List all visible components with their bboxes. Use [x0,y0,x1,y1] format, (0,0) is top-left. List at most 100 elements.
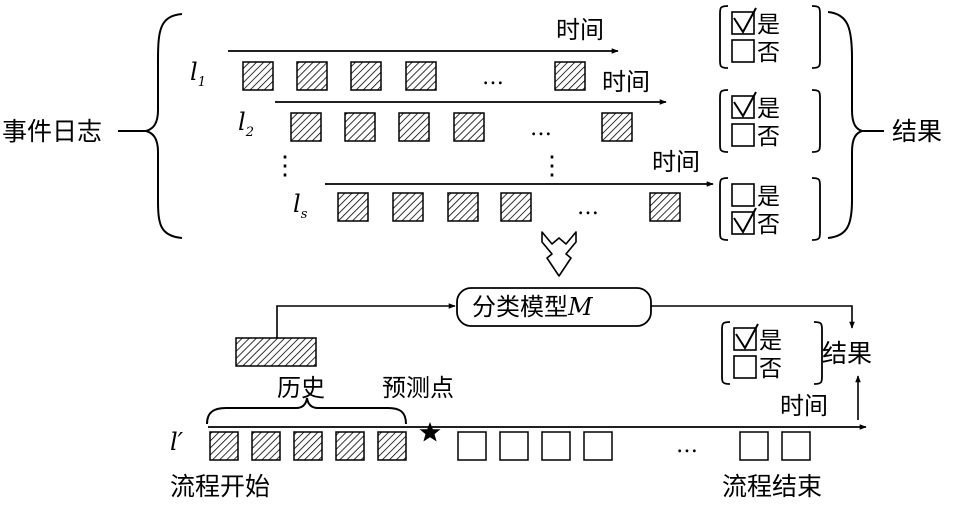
event-box [453,112,485,142]
time-label-bottom: 时间 [780,392,828,420]
result-choice-group: 是否 [719,89,821,153]
event-log-left-brace [142,13,183,239]
trace-ls-label: ls [293,190,308,222]
yes-label: 是 [757,96,780,122]
history-event-box [209,431,239,461]
future-event-box [499,431,529,461]
yes-label: 是 [759,328,782,354]
ellipsis: … [482,65,504,90]
yes-label: 是 [757,12,780,38]
history-event-box [293,431,323,461]
trace-l2: l2 时间 … [238,68,667,142]
trace-l2-label: l2 [238,108,254,140]
no-checkbox [731,211,755,235]
event-box [398,112,430,142]
future-events [457,431,811,461]
history-events [209,431,407,461]
no-checkbox [733,355,757,379]
trace-prime-label: l′ [170,428,184,456]
future-event-box [541,431,571,461]
trace-events [337,192,681,222]
history-event-box [251,431,281,461]
classification-model-box [456,287,652,327]
event-box [649,192,681,222]
result-choice-group: 是否 [719,177,821,241]
no-label: 否 [759,356,782,382]
no-checkbox [731,123,755,147]
future-event-box [583,431,613,461]
result-choice-group: 是否 [721,321,823,385]
event-box [554,61,586,91]
yes-checkbox [733,327,757,351]
trace-events [290,112,633,142]
event-box [350,61,382,91]
no-label: 否 [757,124,780,150]
classification-model-label: 分类模型M [472,293,594,321]
bottom-result-label: 结果 [822,339,872,368]
right-bracket [813,321,823,385]
hollow-down-arrow [541,231,577,277]
bottom-result-group: 是否 [721,321,823,385]
future-event-box [457,431,487,461]
right-bracket [811,89,821,153]
result-choice-group: 是否 [719,5,821,69]
yes-checkbox [731,11,755,35]
check-mark-icon [733,7,757,34]
history-to-model-arrow [276,303,456,338]
yes-label: 是 [757,184,780,210]
history-brace [206,397,407,425]
event-box [405,61,437,91]
left-bracket [719,89,729,153]
history-event-box [335,431,365,461]
time-label: 时间 [652,148,700,176]
time-label: 时间 [602,68,650,96]
event-box [296,61,328,91]
event-box [500,192,532,222]
process-start-label: 流程开始 [170,472,270,501]
event-box [344,112,376,142]
event-box [601,112,633,142]
history-event-box [377,431,407,461]
vertical-ellipsis: ⋮ [272,151,298,181]
event-box [337,192,369,222]
result-right-brace [827,11,866,239]
yes-checkbox [731,95,755,119]
no-label: 否 [757,212,780,238]
event-log-label: 事件日志 [2,117,102,146]
trace-l1: l1 时间 … [190,16,619,91]
yes-checkbox [731,183,755,207]
vertical-ellipsis: ⋮ [539,151,565,181]
ellipsis: … [577,195,599,220]
check-mark-icon [733,207,757,234]
trace-ls: ls 时间 … [293,148,714,222]
future-event-box [739,431,769,461]
process-end-label: 流程结束 [722,472,822,501]
future-event-box [781,431,811,461]
event-box [392,192,424,222]
check-mark-icon [733,91,757,118]
right-bracket [811,177,821,241]
no-checkbox [731,39,755,63]
prediction-point-label: 预测点 [382,374,454,402]
left-bracket [719,177,729,241]
event-box [242,61,274,91]
prediction-point-star-icon [419,422,441,442]
event-box [447,192,479,222]
left-bracket [721,321,731,385]
history-encoded-block [235,337,317,367]
model-to-result-arrow [651,305,855,329]
time-label: 时间 [556,16,604,44]
trace-l1-label: l1 [190,58,206,90]
result-label: 结果 [892,117,942,146]
ellipsis: … [530,116,552,141]
left-bracket [719,5,729,69]
no-label: 否 [757,40,780,66]
right-bracket [811,5,821,69]
ellipsis: … [676,433,698,458]
check-mark-icon [735,323,759,350]
trace-events [242,61,586,91]
event-box [290,112,322,142]
history-label: 历史 [277,374,325,402]
